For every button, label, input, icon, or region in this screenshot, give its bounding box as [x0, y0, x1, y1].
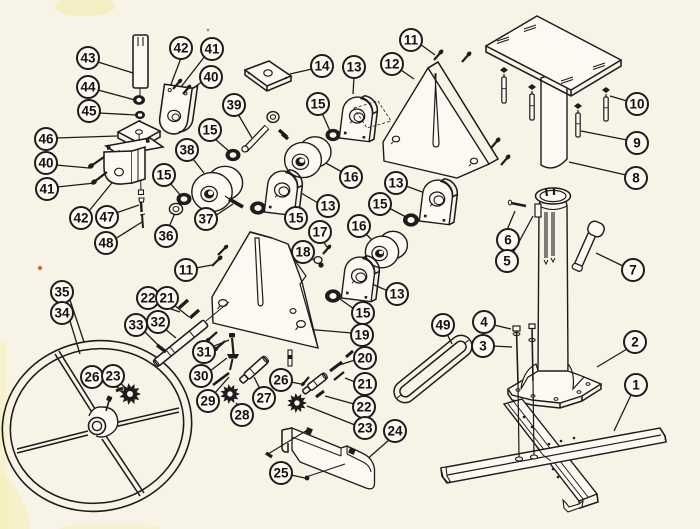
- svg-text:42: 42: [73, 211, 88, 226]
- svg-text:48: 48: [98, 236, 114, 251]
- svg-text:15: 15: [372, 197, 388, 212]
- svg-text:13: 13: [388, 176, 404, 191]
- svg-text:15: 15: [288, 211, 304, 226]
- svg-text:27: 27: [256, 391, 271, 406]
- svg-text:29: 29: [200, 394, 215, 409]
- svg-text:33: 33: [128, 318, 144, 333]
- svg-text:22: 22: [356, 400, 371, 415]
- svg-text:47: 47: [99, 210, 114, 225]
- svg-text:4: 4: [480, 315, 488, 330]
- svg-text:26: 26: [273, 373, 289, 388]
- svg-text:13: 13: [389, 287, 405, 302]
- svg-text:34: 34: [54, 306, 70, 321]
- svg-text:46: 46: [38, 132, 54, 147]
- svg-text:16: 16: [343, 170, 359, 185]
- svg-text:41: 41: [204, 42, 220, 57]
- svg-text:44: 44: [80, 80, 96, 95]
- svg-text:15: 15: [355, 306, 371, 321]
- svg-text:40: 40: [203, 70, 218, 85]
- svg-text:24: 24: [387, 424, 403, 439]
- svg-text:25: 25: [273, 466, 289, 481]
- svg-text:21: 21: [159, 291, 175, 306]
- svg-text:9: 9: [633, 136, 641, 151]
- svg-text:15: 15: [156, 168, 172, 183]
- svg-text:36: 36: [158, 229, 174, 244]
- svg-text:15: 15: [202, 123, 218, 138]
- svg-text:10: 10: [629, 97, 644, 112]
- svg-text:49: 49: [435, 318, 450, 333]
- svg-text:38: 38: [179, 143, 195, 158]
- svg-text:11: 11: [404, 33, 419, 48]
- svg-text:3: 3: [479, 339, 487, 354]
- svg-text:42: 42: [173, 41, 188, 56]
- svg-text:23: 23: [357, 421, 373, 436]
- svg-text:1: 1: [632, 378, 640, 393]
- svg-text:15: 15: [310, 97, 326, 112]
- svg-text:22: 22: [140, 291, 155, 306]
- svg-text:43: 43: [80, 51, 96, 66]
- svg-text:26: 26: [84, 370, 100, 385]
- svg-text:12: 12: [384, 57, 399, 72]
- svg-text:16: 16: [351, 219, 367, 234]
- svg-text:32: 32: [150, 315, 165, 330]
- svg-text:13: 13: [346, 60, 362, 75]
- svg-text:18: 18: [295, 245, 311, 260]
- svg-text:30: 30: [193, 369, 208, 384]
- svg-text:28: 28: [234, 408, 250, 423]
- svg-text:35: 35: [54, 285, 70, 300]
- svg-text:40: 40: [38, 156, 53, 171]
- svg-text:20: 20: [357, 351, 372, 366]
- svg-text:31: 31: [196, 345, 212, 360]
- svg-text:13: 13: [320, 199, 336, 214]
- svg-text:11: 11: [179, 263, 194, 278]
- svg-text:7: 7: [629, 263, 637, 278]
- svg-text:39: 39: [226, 98, 241, 113]
- svg-text:21: 21: [357, 377, 373, 392]
- svg-text:41: 41: [39, 182, 55, 197]
- svg-text:17: 17: [312, 225, 327, 240]
- svg-text:2: 2: [631, 335, 639, 350]
- svg-text:37: 37: [198, 212, 213, 227]
- svg-text:23: 23: [105, 369, 121, 384]
- svg-text:5: 5: [503, 254, 511, 269]
- svg-text:45: 45: [81, 104, 97, 119]
- svg-text:8: 8: [632, 171, 640, 186]
- svg-text:19: 19: [354, 328, 369, 343]
- svg-text:14: 14: [314, 59, 330, 74]
- svg-text:6: 6: [504, 233, 512, 248]
